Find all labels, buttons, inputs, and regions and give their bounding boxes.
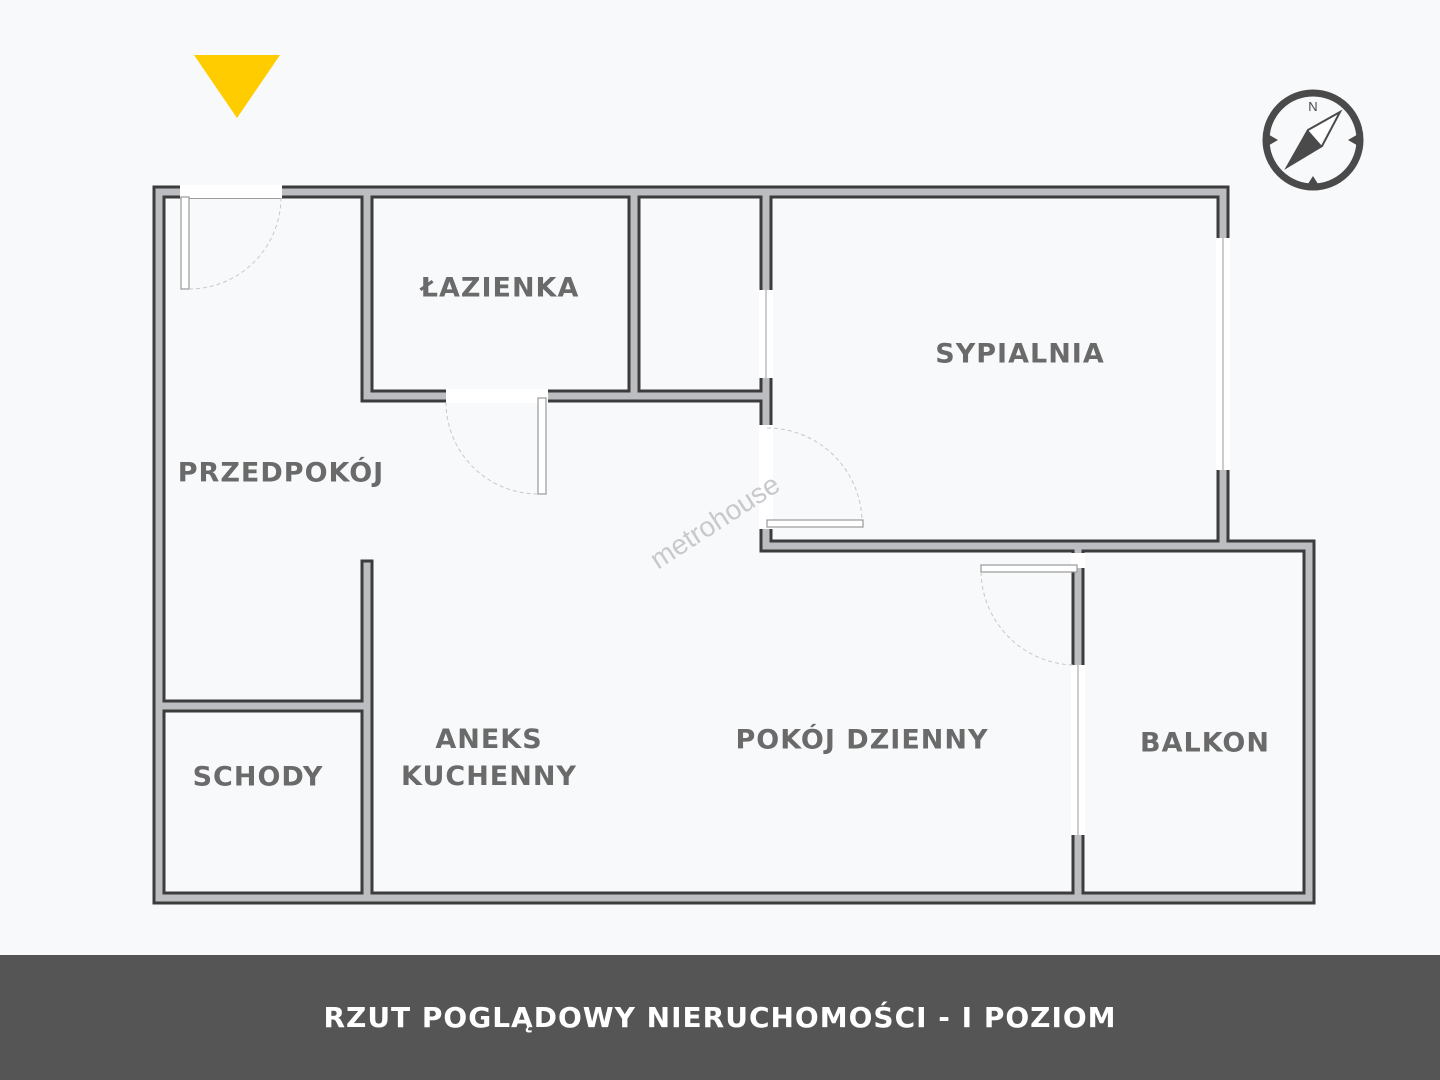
- footer-caption: RZUT POGLĄDOWY NIERUCHOMOŚCI - I POZIOM: [323, 1001, 1117, 1034]
- room-label-przedpokoj: PRZEDPOKÓJ: [177, 457, 385, 489]
- compass-north-label: N: [1308, 99, 1317, 114]
- aneks-line1: ANEKS: [435, 724, 543, 755]
- room-label-pokoj-dzienny: POKÓJ DZIENNY: [735, 724, 989, 756]
- room-label-aneks-kuchenny: ANEKS KUCHENNY: [401, 721, 577, 795]
- compass-icon: N: [1262, 89, 1364, 191]
- walls: [152, 185, 1316, 905]
- footer-banner: RZUT POGLĄDOWY NIERUCHOMOŚCI - I POZIOM: [0, 955, 1440, 1080]
- room-label-schody: SCHODY: [192, 761, 324, 793]
- room-label-lazienka: ŁAZIENKA: [420, 272, 580, 304]
- entrance-triangle-icon: [194, 55, 280, 118]
- floor-plan: N: [152, 55, 1364, 905]
- room-label-sypialnia: SYPIALNIA: [935, 338, 1105, 370]
- doors-windows: [180, 185, 1230, 835]
- aneks-line2: KUCHENNY: [401, 761, 577, 792]
- room-label-balkon: BALKON: [1140, 727, 1270, 759]
